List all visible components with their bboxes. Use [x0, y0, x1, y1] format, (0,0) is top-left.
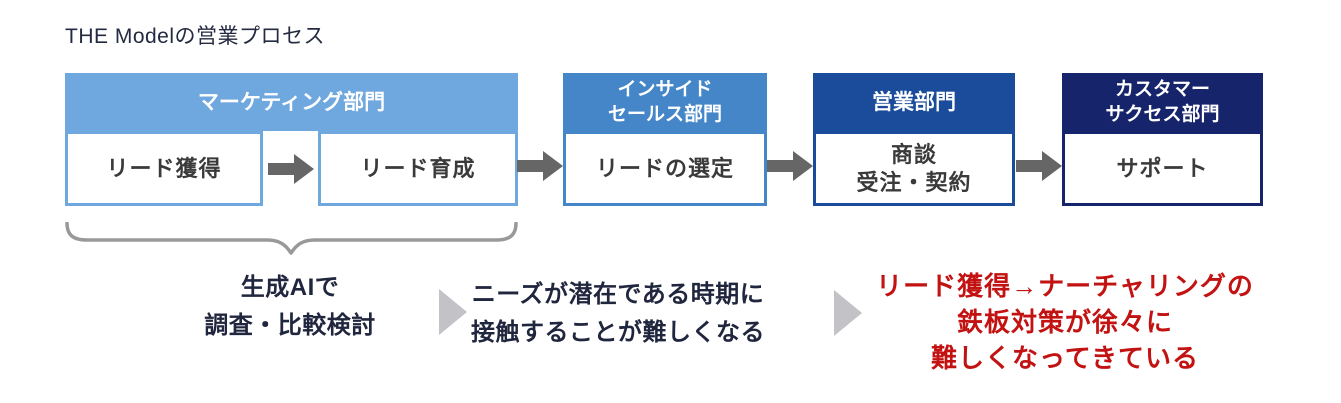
group-inside-sales: インサイド セールス部門 リードの選定: [563, 73, 767, 206]
note-needs-latent: ニーズが潜在である時期に 接触することが難しくなる: [471, 281, 765, 346]
step-gap: [263, 131, 318, 206]
page-title: THE Modelの営業プロセス: [65, 25, 326, 48]
group-inside-sales-body: リードの選定: [563, 131, 767, 206]
group-customer-success: カスタマー サクセス部門 サポート: [1062, 73, 1263, 206]
step-support: サポート: [1062, 131, 1263, 206]
step-lead-acquisition: リード獲得: [65, 131, 263, 206]
group-customer-success-body: サポート: [1062, 131, 1263, 206]
step-lead-qualification: リードの選定: [563, 131, 767, 206]
group-inside-sales-header: インサイド セールス部門: [563, 73, 767, 131]
step-lead-nurturing: リード育成: [318, 131, 518, 206]
group-sales: 営業部門 商談 受注・契約: [813, 73, 1015, 206]
arrow-right-icon: [1016, 151, 1062, 181]
note-lead-nurturing-difficulty: リード獲得→ナーチャリングの 鉄板対策が徐々に 難しくなってきている: [876, 271, 1254, 373]
group-marketing: マーケティング部門 リード獲得 リード育成: [65, 73, 518, 206]
step-negotiation-contract: 商談 受注・契約: [813, 131, 1015, 206]
group-marketing-header: マーケティング部門: [65, 73, 518, 131]
group-marketing-body: リード獲得 リード育成: [65, 131, 518, 206]
group-sales-body: 商談 受注・契約: [813, 131, 1015, 206]
triangle-right-icon: [834, 290, 862, 336]
arrow-right-icon: [517, 151, 563, 181]
note-gen-ai: 生成AIで 調査・比較検討: [204, 274, 376, 339]
arrow-right-icon: [767, 151, 813, 181]
group-customer-success-header: カスタマー サクセス部門: [1062, 73, 1263, 131]
group-sales-header: 営業部門: [813, 73, 1015, 131]
triangle-right-icon: [439, 289, 467, 335]
arrow-right-icon: [267, 153, 314, 184]
underbrace-icon: [65, 222, 518, 255]
